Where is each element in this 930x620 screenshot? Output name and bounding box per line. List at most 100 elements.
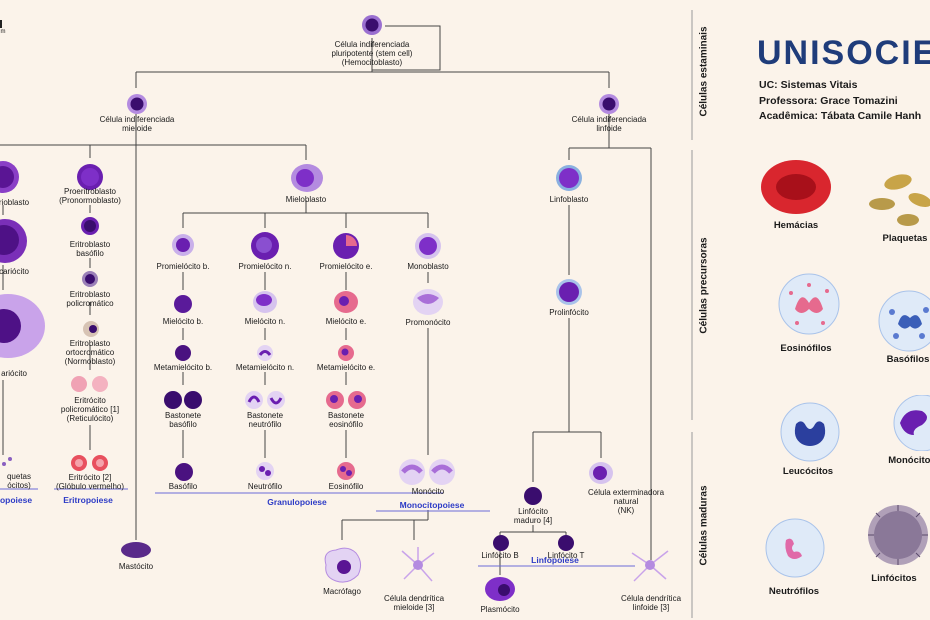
university-logo: UNISOCIE <box>757 34 930 72</box>
promyelocyte-b-icon <box>172 234 194 256</box>
band-eosinophil-icon <box>326 391 366 409</box>
myelocyte-b-label: Mielócito b. <box>162 317 204 326</box>
b-cell-icon <box>493 535 509 551</box>
macrophage-icon <box>324 547 362 583</box>
promegakaryocyte-icon <box>0 219 27 263</box>
dendritic-lymphoid-label: Célula dendrítica linfoide [3] <box>620 594 682 612</box>
mast-cell-icon <box>121 542 151 558</box>
myeloblast-label: Mieloblasto <box>285 195 327 204</box>
platelets-legend-icon <box>869 174 930 226</box>
metamyelocyte-b-icon <box>175 345 191 361</box>
mast-cell-label: Mastócito <box>118 562 154 571</box>
legend-label-linfocitos: Linfócitos <box>871 573 917 584</box>
basophil-label: Basófilo <box>168 482 198 491</box>
legend-label-leucocitos: Leucócitos <box>782 466 834 477</box>
nk-cell-icon <box>589 462 613 484</box>
promyelocyte-b-label: Promielócito b. <box>156 262 210 271</box>
mono-group-label: Monocitopoiese <box>399 500 465 510</box>
dendritic-myeloid-label: Célula dendrítica mieloide [3] <box>383 594 445 612</box>
orthochromatic-erythroblast-label: Eritroblasto ortocromático (Normoblasto) <box>64 339 116 366</box>
scale-label: m <box>0 29 6 35</box>
lymphoblast-icon <box>556 165 582 191</box>
mature-lymphocyte-icon <box>524 487 542 505</box>
legend-label-plaquetas: Plaquetas <box>882 233 928 244</box>
red-blood-cell-icon <box>761 160 831 214</box>
erythrocyte-icon <box>71 455 108 471</box>
metamyelocyte-n-icon <box>257 345 273 361</box>
proerythroblast-label: Proeritroblasto (Pronormoblasto) <box>59 187 121 205</box>
polychromatic-erythroblast-label: Eritroblasto policromático <box>66 290 114 308</box>
band-basophil-icon <box>164 391 202 409</box>
myeloblast-icon <box>291 164 323 192</box>
lymphocyte-legend-icon <box>868 505 928 565</box>
myelocyte-e-icon <box>334 291 358 313</box>
legend-label-eosinofilos: Eosinófilos <box>780 343 832 354</box>
eosinophil-label: Eosinófilo <box>328 482 364 491</box>
stem-cell-icon <box>362 15 382 35</box>
myeloid-cell-icon <box>127 94 147 114</box>
mature-lymphocyte-label: Linfócito maduro [4] <box>513 507 553 525</box>
legend-label-neutrofilos: Neutrófilos <box>768 586 820 597</box>
monocyte-label: Monócito <box>411 487 445 496</box>
monoblast-icon <box>415 233 441 259</box>
scale-bar <box>0 20 8 28</box>
myelocyte-b-icon <box>174 295 192 313</box>
platelets-label: quetas ócitos) <box>6 472 32 490</box>
b-cell-label: Linfócito B <box>481 551 519 560</box>
myelocyte-n-icon <box>253 291 277 313</box>
student-label: Acadêmica: Tábata Camile Hanh <box>759 110 922 122</box>
neutrophil-label: Neutrófilo <box>247 482 283 491</box>
promonocyte-icon <box>413 289 443 315</box>
plasma-cell-label: Plasmócito <box>480 605 520 614</box>
basophil-icon <box>175 463 193 481</box>
platelets-icon <box>2 457 12 466</box>
lympho-group-label: Linfopoiese <box>531 555 579 565</box>
megakaryocyte-label: ariócito <box>1 369 27 378</box>
basophilic-erythroblast-label: Eritroblasto basófilo <box>69 240 111 258</box>
macrophage-label: Macrófago <box>323 587 361 596</box>
course-label: UC: Sistemas Vitais <box>759 79 858 91</box>
professor-label: Professora: Grace Tomazini <box>759 95 898 107</box>
promonocyte-label: Promonócito <box>405 318 451 327</box>
legend-label-basofilos: Basófilos <box>886 354 930 365</box>
nk-cell-label: Célula exterminadora natural (NK) <box>587 488 665 515</box>
promyelocyte-n-label: Promielócito n. <box>238 262 292 271</box>
stem-cell-label: Célula indiferenciada pluripotente (stem… <box>331 40 413 67</box>
megakaryoblast-icon <box>0 161 19 193</box>
reticulocyte-icon <box>71 376 108 392</box>
metamyelocyte-n-label: Metamielócito n. <box>235 363 295 372</box>
band-neutrophil-icon <box>245 391 285 409</box>
neutrophil-legend-icon <box>765 518 825 578</box>
neutrophil-icon <box>256 462 274 480</box>
lymphoid-label: Célula indiferenciada linfoide <box>571 115 647 133</box>
megakaryocyte-icon <box>0 294 45 358</box>
band-neutrophil-label: Bastonete neutrófilo <box>246 411 284 429</box>
erythro-group-label: Eritropoiese <box>63 495 113 505</box>
monocyte-icon <box>399 459 455 485</box>
legend-label-monocitos: Monócitos <box>888 455 930 466</box>
basophilic-erythroblast-icon <box>81 217 99 235</box>
polychromatic-erythroblast-icon <box>82 271 98 287</box>
granulo-group-label: Granulopoiese <box>267 497 327 507</box>
myelocyte-n-label: Mielócito n. <box>244 317 286 326</box>
eosinophil-icon <box>337 462 355 480</box>
side-label-stem: Células estaminais <box>698 26 710 117</box>
dendritic-lymphoid-icon <box>631 550 669 582</box>
t-cell-label: Linfócito T <box>547 551 585 560</box>
leukocyte-legend-icon <box>780 402 840 462</box>
megakaryo-group-label: opoiese <box>0 495 33 505</box>
side-label-precursor: Células precursoras <box>698 237 710 334</box>
reticulocyte-label: Eritrócito policromático [1] (Reticulóci… <box>60 396 120 423</box>
promyelocyte-e-icon <box>333 233 359 259</box>
dendritic-myeloid-icon <box>401 547 435 582</box>
lymphoblast-label: Linfoblasto <box>549 195 589 204</box>
plasma-cell-icon <box>485 577 515 601</box>
monoblast-label: Monoblasto <box>407 262 449 271</box>
myeloid-label: Célula indiferenciada mieloide <box>99 115 175 133</box>
orthochromatic-erythroblast-icon <box>83 321 99 337</box>
metamyelocyte-e-icon <box>338 345 354 361</box>
lymphoid-cell-icon <box>599 94 619 114</box>
eosinophil-legend-icon <box>778 273 840 335</box>
